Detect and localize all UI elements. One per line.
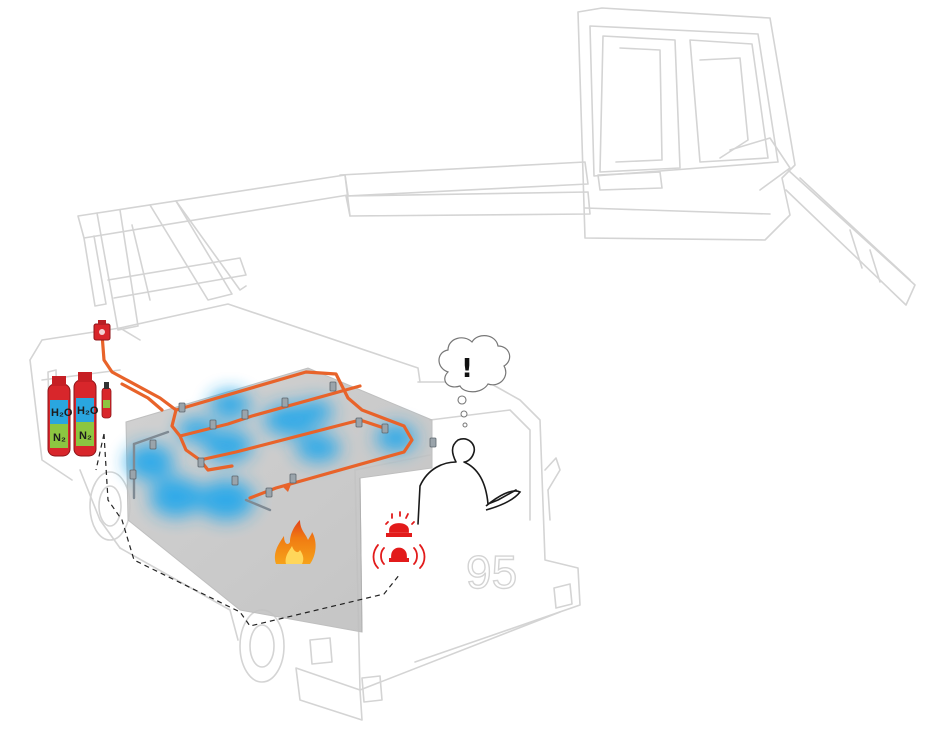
nozzle <box>178 402 186 413</box>
cylinder-left: H₂O N₂ <box>47 376 73 457</box>
cab-number: 95 <box>466 546 517 598</box>
nozzle <box>197 457 205 468</box>
nozzle <box>381 423 389 434</box>
control-valve-icon <box>93 320 111 341</box>
operator-silhouette-icon <box>417 438 522 525</box>
nozzle <box>129 469 137 480</box>
nozzle <box>429 437 437 448</box>
nozzle <box>289 473 297 484</box>
fire-icon <box>274 520 316 564</box>
nozzle <box>355 417 363 428</box>
nozzle <box>231 475 239 486</box>
h2o-label-right: H₂O <box>77 405 99 417</box>
n2-label-left: N₂ <box>53 432 66 444</box>
nozzle <box>241 409 249 420</box>
n2-label-right: N₂ <box>79 430 92 442</box>
nozzle <box>265 487 273 498</box>
cylinder-right: H₂O N₂ <box>73 372 99 457</box>
nozzle <box>209 419 217 430</box>
thought-bubble-icon: ! <box>438 335 511 428</box>
h2o-label-left: H₂O <box>51 407 73 419</box>
thought-bubble-text: ! <box>461 354 473 384</box>
detection-line <box>95 433 401 627</box>
water-mist-spray <box>126 391 416 520</box>
nozzle <box>281 397 289 408</box>
nozzle <box>329 381 337 392</box>
distribution-piping <box>100 332 414 512</box>
alarm-beacon-icon <box>372 511 426 569</box>
aerial-basket-outline <box>577 7 916 306</box>
nozzle <box>149 439 157 450</box>
actuator-bottle <box>101 382 112 419</box>
agent-cylinders: H₂O N₂ H₂O N₂ <box>47 372 112 457</box>
spray-nozzles <box>129 381 437 498</box>
aerial-boom-outline <box>77 161 591 331</box>
